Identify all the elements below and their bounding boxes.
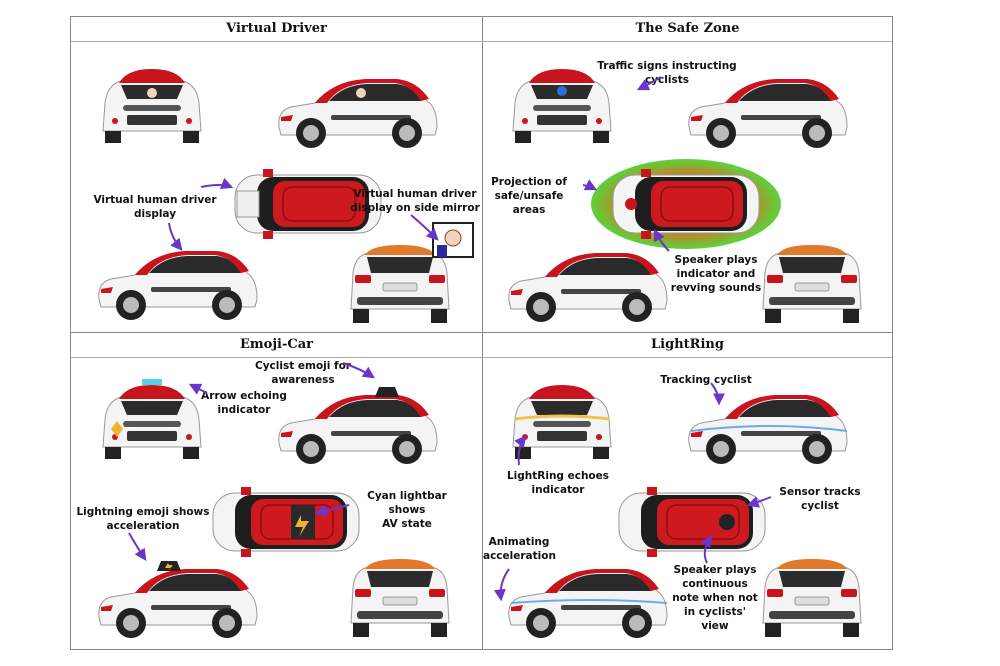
driver-avatar-icon (432, 222, 474, 258)
panel-divider-horizontal (71, 332, 892, 333)
label-speaker-indicator: Speaker plays indicator and revving soun… (670, 254, 762, 294)
label-speaker-continuous: Speaker plays continuous note when not i… (672, 564, 758, 632)
car-rear-icon (757, 239, 867, 325)
driver-avatar-icon (147, 88, 157, 98)
label-tracking-cyclist: Tracking cyclist (660, 374, 752, 386)
panel-title-lightring: LightRing (651, 337, 724, 352)
label-projection: Projection of safe/unsafe areas (491, 176, 567, 216)
car-rear-icon (345, 553, 455, 639)
arrow-icon (200, 177, 234, 190)
panel-title-emoji-car: Emoji-Car (240, 337, 313, 352)
car-top-icon (617, 485, 767, 559)
car-side-icon (501, 245, 671, 327)
car-side-icon (271, 71, 441, 153)
panel-divider-vertical (482, 17, 483, 649)
driver-avatar-icon (236, 190, 260, 218)
label-cyan-lightbar: Cyan lightbar shows AV state (367, 490, 447, 530)
car-side-icon (681, 387, 851, 469)
car-side-icon (91, 561, 261, 643)
sensor-icon (719, 514, 735, 530)
panel-title-safe-zone: The Safe Zone (635, 21, 740, 36)
cyclist-emoji-icon (375, 387, 399, 397)
car-top-icon (211, 485, 361, 559)
car-side-icon (501, 561, 671, 643)
arrow-emoji-icon (111, 421, 123, 437)
header-rule-top (71, 41, 892, 42)
header-rule-bottom (71, 357, 892, 358)
label-lightning-emoji: Lightning emoji shows acceleration (76, 506, 210, 532)
label-animating-acceleration: Animating acceleration (483, 536, 556, 562)
car-front-icon (507, 379, 617, 461)
car-side-icon (91, 243, 261, 325)
car-rear-icon (757, 553, 867, 639)
car-top-icon (611, 167, 761, 241)
traffic-sign-icon (557, 86, 567, 96)
panel-title-virtual-driver: Virtual Driver (226, 21, 327, 36)
label-traffic-signs: Traffic signs instructing cyclists (597, 60, 737, 86)
label-sensor-tracks: Sensor tracks cyclist (779, 486, 861, 512)
warning-sign-icon (625, 198, 637, 210)
figure-grid: Virtual Driver The Safe Zone Emoji-Car L… (70, 16, 893, 650)
label-arrow-echoing: Arrow echoing indicator (201, 390, 287, 416)
car-top-icon (233, 167, 383, 241)
label-lightring-echoes: LightRing echoes indicator (506, 470, 610, 496)
car-front-icon (97, 379, 207, 461)
car-front-icon (97, 63, 207, 145)
label-virtual-driver-side-mirror: Virtual human driver display on side mir… (350, 188, 480, 214)
label-virtual-driver-display: Virtual human driver display (93, 194, 217, 220)
car-front-icon (507, 63, 617, 145)
lightning-emoji-icon (165, 563, 173, 571)
car-side-icon (271, 387, 441, 469)
label-cyclist-emoji: Cyclist emoji for awareness (255, 360, 351, 386)
lightning-emoji-icon (295, 515, 309, 537)
arrow-icon (128, 532, 147, 561)
